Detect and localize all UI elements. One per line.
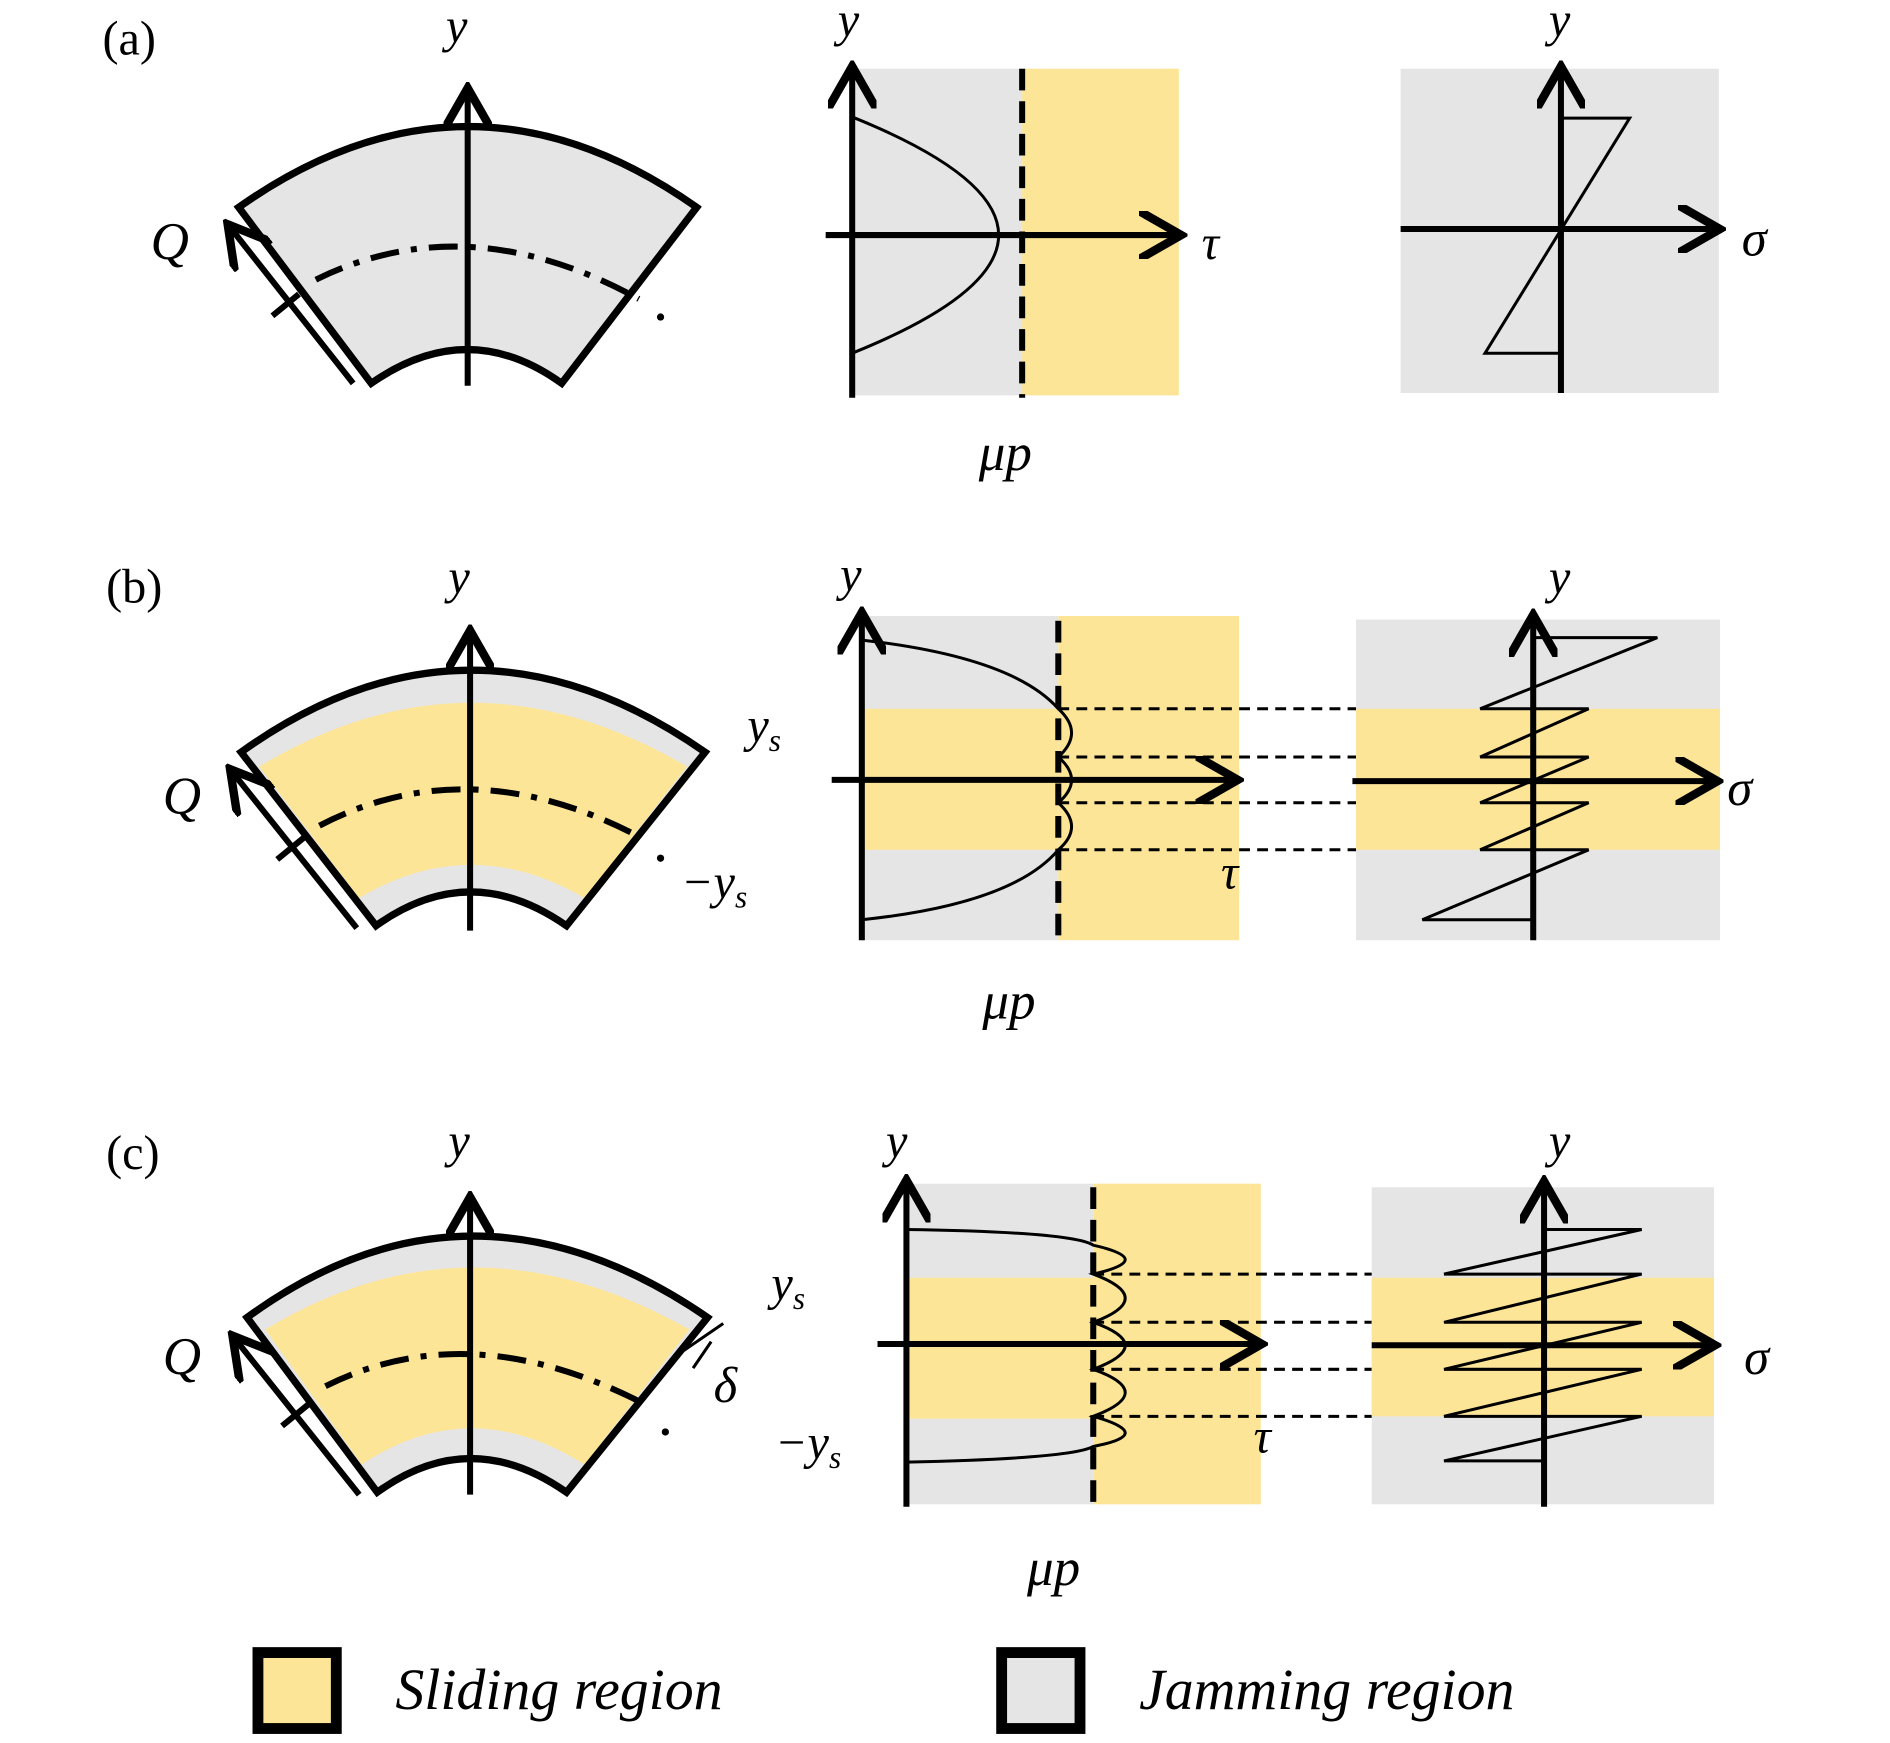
sigma-label: σ xyxy=(1744,1329,1771,1385)
y-label: y xyxy=(443,551,470,604)
stress-plot-c xyxy=(1371,1187,1714,1507)
tau-label: τ xyxy=(1254,1410,1273,1463)
panel-c: (c) y Q δ y ys −ys τ μp y σ xyxy=(106,1115,1771,1597)
y-label: y xyxy=(443,1115,470,1168)
ys-label: ys xyxy=(742,699,781,758)
y-label: y xyxy=(1544,1115,1571,1168)
sigma-label: σ xyxy=(1727,760,1754,816)
tau-label: τ xyxy=(1221,846,1240,899)
y-label: y xyxy=(1544,0,1571,47)
panel-a: (a) y Q y τ μp y σ xyxy=(102,0,1768,482)
y-label: y xyxy=(881,1115,908,1168)
panel-label-b: (b) xyxy=(106,561,162,614)
legend-sliding-label: Sliding region xyxy=(395,1657,722,1722)
mu-p-label: μp xyxy=(978,424,1032,482)
y-label: y xyxy=(1544,551,1571,604)
tau-label: τ xyxy=(1202,217,1221,270)
jamming-swatch xyxy=(996,1647,1086,1734)
ys-label: ys xyxy=(766,1257,805,1316)
sliding-swatch xyxy=(252,1647,342,1734)
q-label: Q xyxy=(163,1328,201,1386)
neg-ys-label: −ys xyxy=(681,856,747,915)
neg-ys-label: −ys xyxy=(775,1417,841,1476)
y-label: y xyxy=(441,0,468,53)
panel-label-c: (c) xyxy=(106,1127,160,1180)
mu-p-label: μp xyxy=(981,973,1035,1031)
y-label: y xyxy=(833,0,860,47)
q-label: Q xyxy=(163,768,201,826)
legend: Sliding region Jamming region xyxy=(252,1647,1514,1734)
panel-b: (b) y Q y ys −ys τ μp y σ xyxy=(106,549,1754,1031)
shear-plot-b xyxy=(831,616,1580,943)
panel-label-a: (a) xyxy=(102,12,155,65)
y-label: y xyxy=(835,549,862,602)
legend-jamming-label: Jamming region xyxy=(1139,1657,1514,1722)
q-label: Q xyxy=(151,213,189,271)
sector-a xyxy=(231,94,702,389)
stress-plot-b xyxy=(1352,620,1720,941)
sector-c xyxy=(236,1203,725,1498)
stress-plot-a xyxy=(1400,69,1719,393)
sector-b xyxy=(234,636,711,931)
shear-plot-a xyxy=(825,69,1179,398)
sigma-label: σ xyxy=(1742,211,1769,267)
mu-p-label: μp xyxy=(1026,1539,1080,1597)
delta-label: δ xyxy=(714,1357,739,1413)
